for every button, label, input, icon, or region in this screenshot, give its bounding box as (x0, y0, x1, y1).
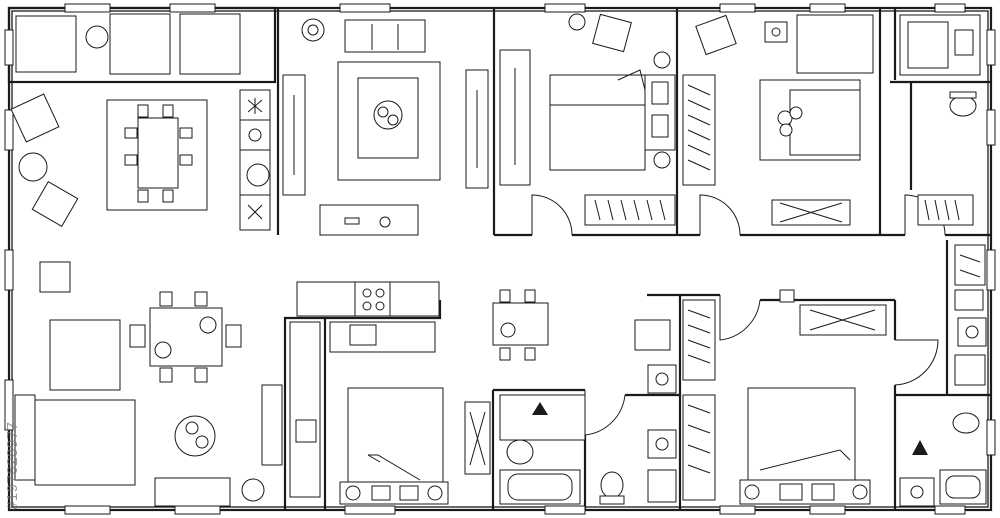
living-area-bottom-left (14, 261, 283, 507)
bathroom-middle (499, 394, 625, 505)
bathroom-top-right (899, 14, 981, 226)
bedroom-top-2 (682, 14, 874, 226)
walls (7, 6, 993, 512)
kitchen-counter-top (239, 89, 271, 231)
top-left-room-furniture (15, 13, 241, 75)
bedroom-bottom-left (339, 387, 491, 505)
windows (4, 3, 996, 515)
kitchen-bottom (289, 281, 440, 498)
bathroom-sinks-middle-right (634, 299, 716, 503)
bedroom-top-1 (499, 13, 676, 226)
bedroom-bottom-right (739, 289, 887, 505)
dining-area-bottom-left (129, 291, 242, 383)
dining-area-middle (492, 289, 549, 361)
living-room-top (282, 18, 489, 236)
watermark-id: #197628977 (4, 421, 21, 510)
bathroom-bottom-right (899, 244, 987, 507)
dining-area-left (10, 93, 208, 228)
